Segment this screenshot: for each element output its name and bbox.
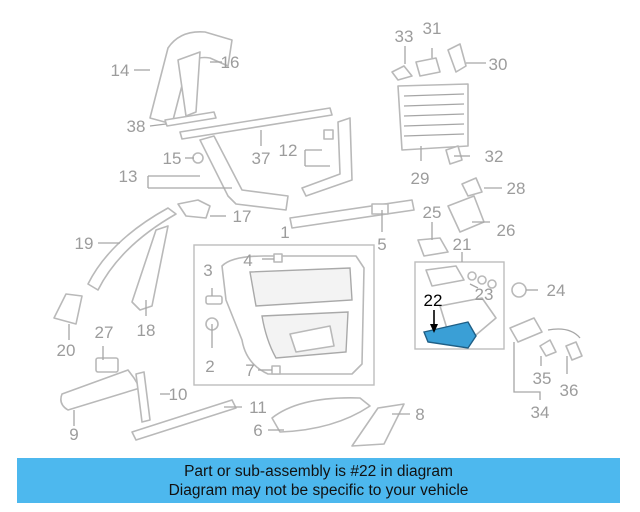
part-37-sill (179, 107, 333, 140)
callout-12: 12 (279, 141, 298, 160)
callout-26: 26 (497, 221, 516, 240)
callout-30: 30 (489, 55, 508, 74)
callout-32: 32 (485, 147, 504, 166)
part-23-switch (425, 265, 497, 289)
callout-7: 7 (245, 361, 254, 380)
part-24-grommet (511, 282, 527, 298)
callout-15: 15 (163, 149, 182, 168)
part-22-highlighted (423, 321, 477, 349)
part-13-pillar (192, 135, 289, 211)
callout-17: 17 (233, 207, 252, 226)
callout-18: 18 (137, 321, 156, 340)
part-28-cover (461, 177, 483, 197)
callout-36: 36 (560, 381, 579, 400)
part-1-door-panel (205, 253, 365, 375)
part-5-trim (289, 199, 415, 229)
part-38-strip (164, 111, 217, 127)
part-14-pillar-trim (149, 31, 233, 125)
part-30-bracket (447, 43, 467, 73)
part-11-sill (131, 399, 237, 441)
callout-28: 28 (507, 179, 526, 198)
part-8-panel (351, 403, 405, 447)
callout-5: 5 (377, 235, 386, 254)
callout-20: 20 (57, 341, 76, 360)
callout-38: 38 (127, 117, 146, 136)
callout-22: 22 (424, 291, 443, 310)
diagram-caption-banner: Part or sub-assembly is #22 in diagram D… (17, 458, 620, 503)
door-panel-box (193, 244, 375, 386)
part-20-cover (53, 293, 83, 325)
callout-27: 27 (95, 323, 114, 342)
part-9-armrest (60, 369, 141, 411)
part-32-clip (445, 145, 463, 165)
assembly-21-box (414, 261, 505, 350)
callout-8: 8 (415, 405, 424, 424)
callout-14: 14 (111, 61, 130, 80)
callout-21: 21 (453, 235, 472, 254)
callout-13: 13 (119, 167, 138, 186)
callout-3: 3 (203, 261, 212, 280)
callout-37: 37 (252, 149, 271, 168)
callout-1: 1 (280, 223, 289, 242)
part-19-strip (87, 207, 177, 291)
callout-16: 16 (221, 53, 240, 72)
callout-10: 10 (169, 385, 188, 404)
callout-25: 25 (423, 203, 442, 222)
part-25-handle (417, 237, 449, 257)
callout-33: 33 (395, 27, 414, 46)
leader-lines (68, 46, 568, 431)
part-18-trim (131, 225, 169, 311)
callout-29: 29 (411, 169, 430, 188)
caption-line-2: Diagram may not be specific to your vehi… (168, 481, 469, 499)
part-27-switch (95, 357, 119, 373)
callout-34: 34 (531, 403, 550, 422)
part-31-clip (415, 57, 441, 77)
callout-6: 6 (253, 421, 262, 440)
caption-line-1: Part or sub-assembly is #22 in diagram (184, 462, 453, 480)
callout-4: 4 (243, 251, 252, 270)
part-29-sunshade (397, 83, 469, 151)
callouts: 1 2 3 4 5 6 7 8 9 10 11 12 13 14 15 16 1… (57, 19, 579, 444)
callout-35: 35 (533, 369, 552, 388)
callout-2: 2 (205, 357, 214, 376)
part-6-panel (271, 397, 371, 433)
part-12-pillar (301, 117, 353, 197)
callout-19: 19 (75, 234, 94, 253)
callout-9: 9 (69, 425, 78, 444)
part-34-handle (509, 317, 583, 361)
callout-24: 24 (547, 281, 566, 300)
part-10-strip (135, 371, 151, 423)
part-33-clip (391, 65, 413, 81)
callout-31: 31 (423, 19, 442, 38)
part-17-clip (177, 199, 211, 219)
callout-23: 23 (475, 285, 494, 304)
callout-11: 11 (249, 398, 267, 417)
parts-diagram: 1 2 3 4 5 6 7 8 9 10 11 12 13 14 15 16 1… (53, 19, 583, 447)
part-26-switch (447, 195, 485, 233)
